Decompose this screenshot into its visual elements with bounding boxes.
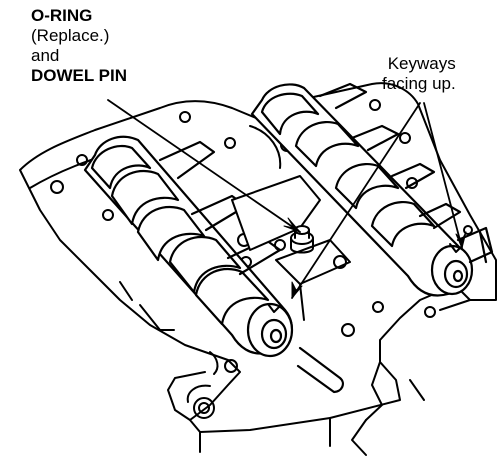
oring-title: O-RING xyxy=(31,6,93,25)
dowel-pin-title: DOWEL PIN xyxy=(31,66,128,85)
oring-note: (Replace.) xyxy=(31,26,110,45)
keyways-line-1: Keyways xyxy=(387,54,456,73)
cylinder-head-outline xyxy=(19,82,497,456)
keyways-line-2: facing up. xyxy=(382,74,456,93)
dowel-pin xyxy=(231,175,351,321)
keyways-callout: Keyways facing up. xyxy=(382,54,456,94)
oring-callout: O-RING (Replace.) and DOWEL PIN xyxy=(31,6,127,86)
right-camshaft xyxy=(250,82,494,297)
leader-lines xyxy=(107,99,467,299)
misc-details xyxy=(119,281,471,401)
oring-joiner: and xyxy=(31,46,60,65)
left-camshaft xyxy=(83,135,344,394)
